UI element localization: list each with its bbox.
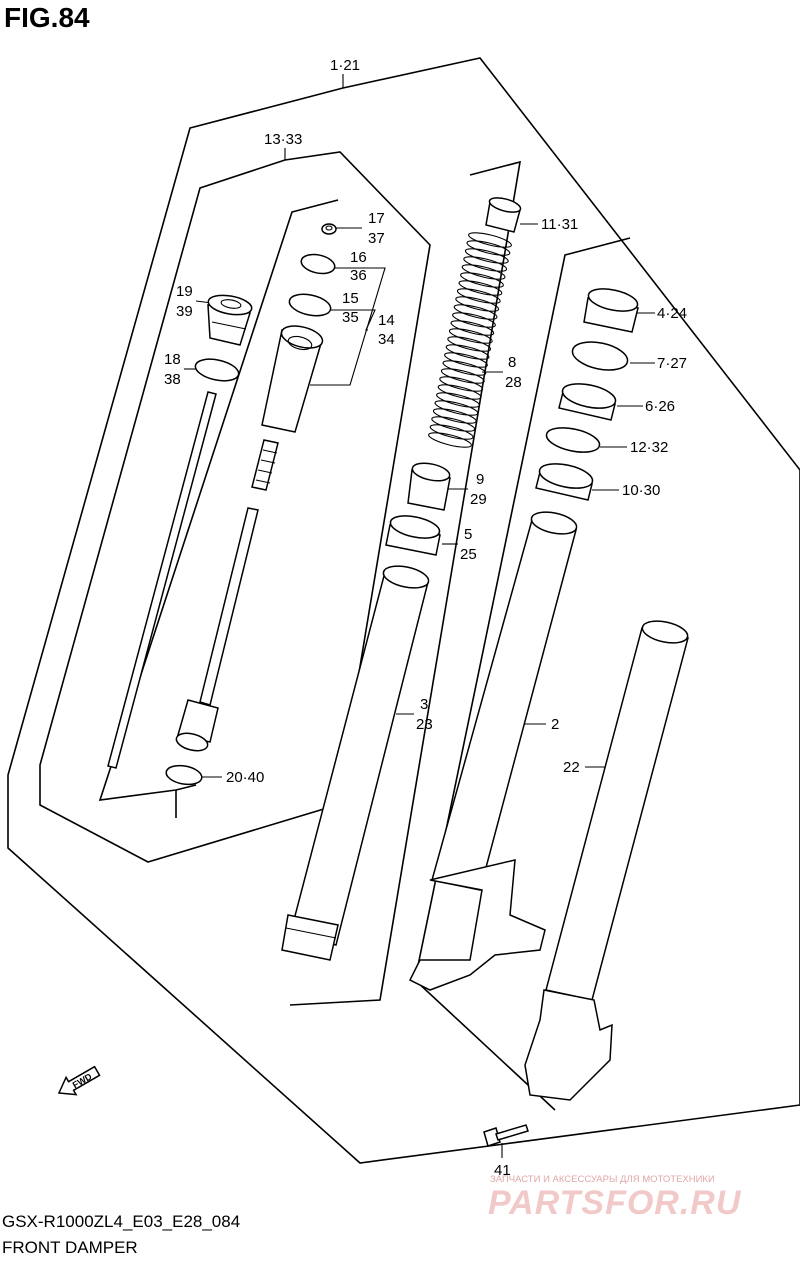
callout-6-26: 6·26	[645, 398, 675, 415]
callout-37: 37	[368, 230, 385, 247]
spring-coil	[437, 384, 482, 400]
callout-12-32: 12·32	[630, 439, 668, 456]
part-8-spring	[428, 232, 512, 448]
outline-cartridge-sub	[98, 199, 339, 801]
spring-coil	[439, 376, 484, 392]
spring-coil	[432, 408, 477, 424]
callout-28: 28	[505, 374, 522, 391]
spring-coil	[428, 432, 472, 448]
part-22-outer-tube	[524, 620, 689, 1101]
callout-9: 9	[476, 471, 484, 488]
outline-cartridge-13-33	[39, 151, 431, 863]
callout-16: 16	[350, 249, 367, 266]
spring-coil	[464, 248, 509, 264]
watermark-logo: PARTSFOR.RU	[488, 1184, 742, 1222]
part-3-inner-tube	[281, 565, 430, 961]
part-18-o-ring	[194, 358, 240, 382]
spring-coil	[436, 392, 480, 408]
part-7-washer	[571, 341, 629, 371]
callout-38: 38	[164, 371, 181, 388]
callout-8: 8	[508, 354, 516, 371]
callout-17: 17	[368, 210, 385, 227]
spring-coil	[455, 296, 500, 312]
spring-coil	[442, 360, 487, 376]
part-12-clip	[545, 427, 601, 453]
spring-coil	[445, 344, 490, 360]
part-10-dust-seal	[535, 463, 594, 501]
figure-title: FIG.84	[4, 2, 90, 33]
callout-20-40: 20·40	[226, 769, 264, 786]
spring-coil	[447, 336, 492, 352]
part-11-spring-seat	[485, 197, 522, 233]
part-41-bolt	[483, 1124, 529, 1147]
outline-outer-tube	[414, 237, 631, 1111]
spring-coil	[452, 312, 496, 328]
spring-coil	[450, 320, 495, 336]
callout-34: 34	[378, 331, 395, 348]
part-17-nut	[321, 223, 337, 235]
callout-7-27: 7·27	[657, 355, 687, 372]
spring-coil	[444, 352, 488, 368]
part-rod	[107, 391, 217, 769]
spring-coil	[448, 328, 493, 344]
callout-36: 36	[350, 267, 367, 284]
callout-39: 39	[176, 303, 193, 320]
callout-18: 18	[164, 351, 181, 368]
outline-inner-tube	[289, 160, 521, 1006]
part-9-spacer	[407, 462, 451, 511]
callout-25: 25	[460, 546, 477, 563]
spring-coil	[434, 400, 479, 416]
callout-3: 3	[420, 696, 428, 713]
callout-41: 41	[494, 1162, 511, 1179]
callout-29: 29	[470, 491, 487, 508]
callout-19: 19	[176, 283, 193, 300]
part-20-ring	[165, 764, 203, 786]
callout-5: 5	[464, 526, 472, 543]
spring-coil	[456, 288, 501, 304]
section-name: FRONT DAMPER	[2, 1238, 138, 1257]
callout-35: 35	[342, 309, 359, 326]
part-4-bushing	[583, 288, 639, 333]
part-5-bushing	[385, 515, 441, 556]
callout-22: 22	[563, 759, 580, 776]
watermark-tagline: ЗАПЧАСТИ И АКСЕССУАРЫ ДЛЯ МОТОТЕХНИКИ	[490, 1174, 715, 1185]
spring-coil	[453, 304, 498, 320]
part-2-outer-tube	[408, 511, 578, 991]
callout-23: 23	[416, 716, 433, 733]
spring-coil	[461, 264, 506, 280]
callout-4-24: 4·24	[657, 305, 687, 322]
callout-14: 14	[378, 312, 395, 329]
part-15-o-ring	[288, 293, 332, 317]
leader-16	[310, 267, 386, 386]
part-19-fork-cap	[207, 294, 253, 346]
callout-11-31: 11·31	[541, 216, 578, 233]
spring-coil	[460, 272, 504, 288]
callout-2: 2	[551, 716, 559, 733]
part-spring-small	[251, 439, 279, 491]
callout-1-21: 1·21	[330, 57, 360, 74]
spring-coil	[458, 280, 503, 296]
spring-coil	[440, 368, 485, 384]
model-code: GSX-R1000ZL4_E03_E28_084	[2, 1212, 241, 1231]
fwd-arrow-icon: FWD	[57, 1065, 101, 1096]
part-damper-rod	[175, 507, 259, 752]
spring-coil	[468, 232, 512, 248]
part-16-o-ring	[300, 253, 336, 275]
leader-15	[328, 309, 376, 331]
spring-coil	[429, 424, 474, 440]
part-14-cartridge	[261, 325, 324, 433]
spring-coil	[431, 416, 476, 432]
spring-coil	[463, 256, 508, 272]
callout-15: 15	[342, 290, 359, 307]
outline-assembly-1-21	[7, 57, 800, 1164]
callout-13-33: 13·33	[264, 131, 302, 148]
part-6-oil-seal	[558, 383, 617, 421]
spring-coil	[466, 240, 511, 256]
callout-10-30: 10·30	[622, 482, 660, 499]
